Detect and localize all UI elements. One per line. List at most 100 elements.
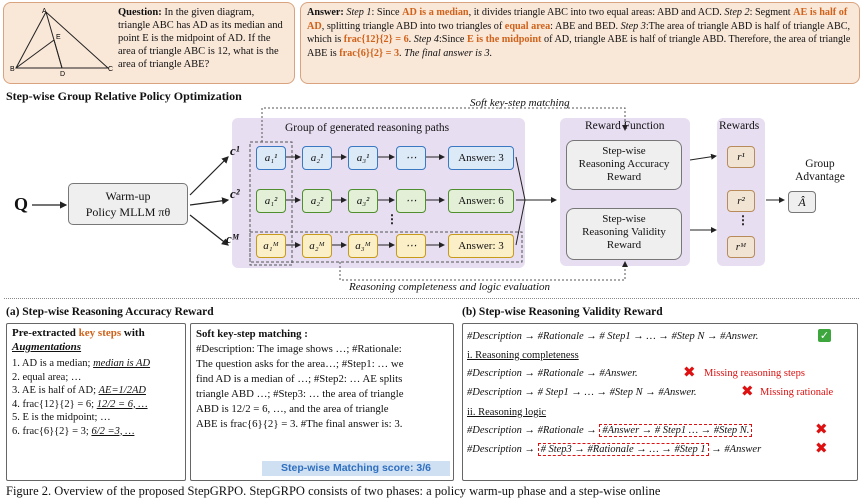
key-step-4: 4. frac{12}{2} = 6; 12/2 = 6, … [12,398,182,412]
answer-step3-label: Step 3 [620,20,646,32]
key-step-6-text: 6. frac{6}{2} = 3; [12,425,89,437]
group-label: Group of generated reasoning paths [285,122,450,134]
c2-label: c² [230,186,240,201]
key-step-2-aug: … [70,371,82,383]
panel-a-title: (a) Step-wise Reasoning Accuracy Reward [6,306,214,318]
key-step-6: 6. frac{6}{2} = 3; 6/2 =3, … [12,425,182,439]
answer-step2-a: : Segment [749,7,794,18]
key-step-4-text: 4. frac{12}{2} = 6; [12,398,95,410]
path1-answer: Answer: 3 [448,146,514,170]
q-label: Q [14,194,29,214]
soft-matching-label: Soft key-step matching [470,97,570,109]
vertical-dots: ⋮ [386,212,398,226]
validity-reward-l2: Reasoning Validity [582,226,666,238]
answer-step3-highlight: frac{12}{2} = 6 [343,34,409,45]
path1-step1: a₁¹ [256,146,286,170]
answer-step1-label: Step 1 [346,7,372,18]
soft-line-4: triangle ABD …; #Step3: … the area of tr… [196,388,404,400]
key-steps-list: Pre-extracted key steps with Augmentatio… [12,327,182,438]
key-step-5-aug: … [100,412,111,423]
answer-step4-label: Step 4 [413,34,439,45]
path2-answer: Answer: 6 [448,189,514,213]
path1-step3: a₃¹ [348,146,378,170]
completeness-line2: #Description → # Step1 → … → #Step N → #… [467,387,697,398]
answer-step2-label: Step 2 [724,7,750,18]
key-step-2: 2. equal area; … [12,371,182,385]
answer-step2-highlight1: AE is half of AD [307,7,848,32]
validity-reward-l3: Reward [606,239,642,251]
key-step-5-text: 5. E is the midpoint; [12,412,98,423]
soft-line-5: ABD is 12/2 = 6, …, and the area of tria… [196,403,389,415]
answer-step3-a: :The area of triangle ABD is half of tri… [307,20,851,46]
answer-step2-b: , splitting triangle ABD into two triang… [321,20,505,32]
diagram-title: Step-wise Group Relative Policy Optimiza… [6,89,242,103]
answer-step4-b: of AD, triangle ABE is half of triangle … [307,34,851,59]
logic-line2-b: # Step3 → #Rationale → … → #Step 1 [537,443,709,456]
label-a: A [42,8,47,15]
rewards-dots: ⋮ [737,213,749,227]
completeness-subtitle: i. Reasoning completeness [467,350,579,361]
soft-line-1: #Description: The image shows …; #Ration… [196,343,402,355]
answer-step2-c: : ABE and BED. [550,20,621,32]
path1-step2: a₂¹ [302,146,332,170]
path2-step1: a₁² [256,189,286,213]
completeness-note1: Missing reasoning steps [704,368,805,379]
answer-step1-highlight: AD is a median [402,7,469,18]
valid-sequence-text: #Description → #Rationale → # Step1 → … … [467,331,759,342]
logic-line1: #Description → #Rationale → #Answer → # … [467,424,753,437]
completeness-eval-label: Reasoning completeness and logic evaluat… [345,281,555,293]
policy-box: Warm-up Policy MLLM πθ [68,183,188,225]
rewards-label: Rewards [719,120,760,132]
answer-box [300,2,860,84]
label-c: C [108,66,113,73]
key-step-5: 5. E is the midpoint; … [12,411,182,425]
section-divider [4,298,859,299]
label-b: B [10,66,15,73]
completeness-note2: Missing rationale [760,387,834,398]
cross-icon-4: ✖ [815,439,828,457]
cm-label: cᴹ [226,231,239,246]
key-steps-panel [6,323,186,481]
cross-icon-2: ✖ [741,382,754,400]
logic-line2-c: → #Answer [711,444,762,455]
check-icon: ✓ [818,329,831,342]
question-text: Question: In the given diagram, triangle… [118,7,283,70]
key-step-6-aug: 6/2 =3, … [91,425,135,437]
question-box [3,2,295,84]
policy-line2: Policy MLLM πθ [85,205,171,219]
answer-step4-c: . [399,47,405,59]
key-step-4-aug: 12/2 = 6, … [96,398,148,410]
path3-step1: a₁ᴹ [256,234,286,258]
key-step-1-aug: median is AD [93,358,151,369]
key-step-3-aug: AE=1/2AD [98,385,146,396]
question-body: In the given diagram, triangle ABC has A… [118,7,283,70]
validity-panel [462,323,858,481]
key-steps-title-a: Pre-extracted [12,327,79,339]
accuracy-reward-box: Step-wise Reasoning Accuracy Reward [566,140,682,190]
soft-line-6: ABE is frac{6}{2} = 3. #The final answer… [196,418,403,430]
answer-step4-a: :Since [438,34,467,45]
reward-r1: r¹ [727,146,755,168]
accuracy-reward-l2: Reasoning Accuracy [578,158,670,170]
group-advantage-label: Group Advantage [795,158,845,183]
diagram-connectors [32,107,785,281]
path3-ellipsis: ⋯ [396,234,426,258]
soft-line-2: The question asks for the area…; #Step1:… [196,358,404,370]
logic-line2-a: #Description → [467,444,535,455]
logic-line1-b: #Answer → # Step1 … → #Step N. [599,424,753,437]
key-step-1: 1. AD is a median; median is AD [12,357,182,371]
key-steps-title: Pre-extracted key steps with [12,327,182,341]
soft-line-3: find AD is a median of …; #Step2: … AE s… [196,373,403,385]
validity-reward-box: Step-wise Reasoning Validity Reward [566,208,682,260]
answer-step4-highlight1: E is the midpoint [466,34,542,45]
answer-text: Answer: Step 1: Since AD is a median, it… [307,7,851,59]
answer-label: Answer [307,7,341,18]
c1-label: c¹ [230,143,240,158]
label-e: E [56,34,61,41]
logic-subtitle: ii. Reasoning logic [467,407,547,418]
path2-step3: a₃² [348,189,378,213]
key-step-3: 3. AE is half of AD; AE=1/2AD [12,384,182,398]
path3-answer: Answer: 3 [448,234,514,258]
cross-icon-3: ✖ [815,420,828,438]
answer-final: The final answer is 3. [404,47,493,59]
